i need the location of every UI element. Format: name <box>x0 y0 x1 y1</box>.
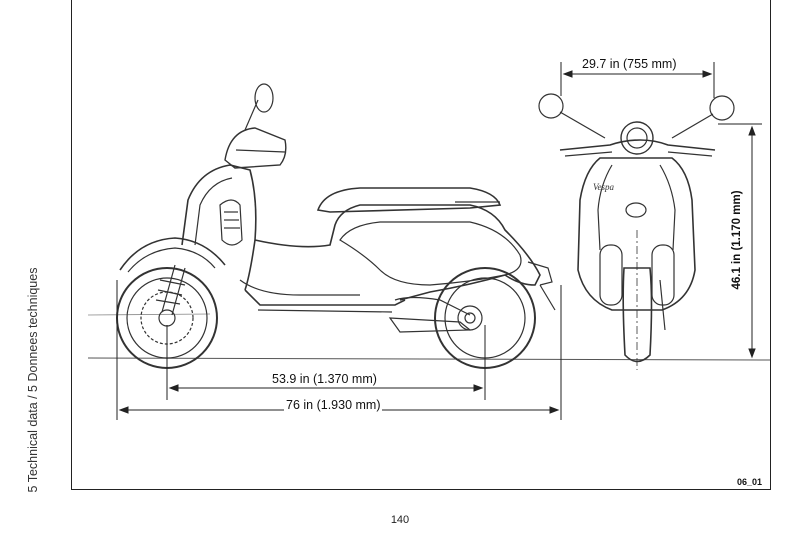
height-dimension-lines <box>718 123 762 359</box>
page-number: 140 <box>390 514 410 526</box>
height-dimension-label: 46.1 in (1.170 mm) <box>731 190 743 290</box>
drawing-frame <box>71 0 771 490</box>
wheelbase-dimension-lines <box>166 325 486 400</box>
width-dimension-label: 29.7 in (755 mm) <box>580 57 679 71</box>
svg-text:Vespa: Vespa <box>593 182 614 192</box>
side-view-scooter <box>116 83 556 369</box>
wheelbase-dimension-label: 53.9 in (1.370 mm) <box>270 372 379 386</box>
length-dimension-label: 76 in (1.930 mm) <box>284 398 383 412</box>
front-view-scooter: Vespa <box>538 93 735 370</box>
width-dimension-lines <box>560 62 715 98</box>
drawing-code: 06_01 <box>737 477 763 487</box>
